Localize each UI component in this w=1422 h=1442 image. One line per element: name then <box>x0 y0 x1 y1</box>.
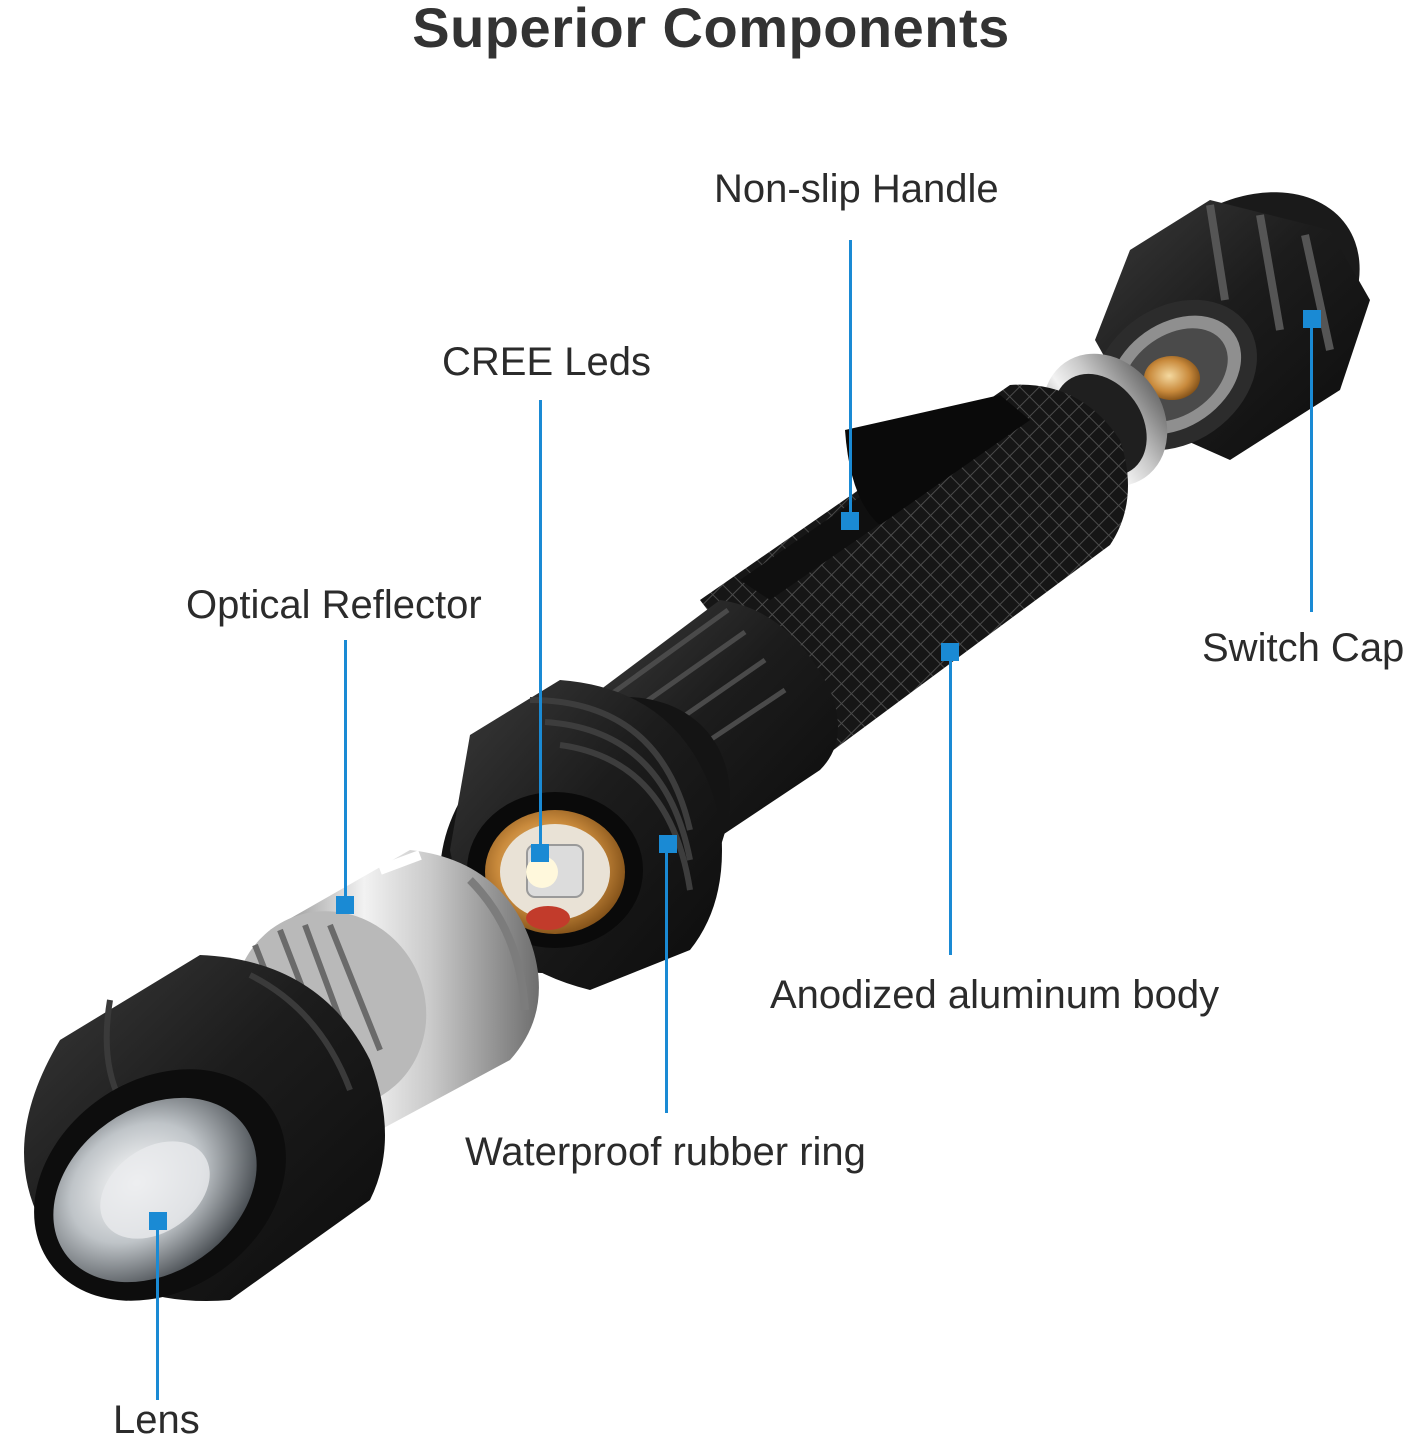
leader-anodized-body <box>949 650 952 955</box>
marker-switch-cap <box>1303 310 1321 328</box>
leader-switch-cap <box>1310 318 1313 612</box>
label-waterproof-ring: Waterproof rubber ring <box>465 1130 866 1174</box>
marker-lens <box>149 1212 167 1230</box>
label-anodized-body: Anodized aluminum body <box>770 973 1220 1017</box>
leader-optical-reflector <box>344 640 347 905</box>
label-non-slip-handle: Non-slip Handle <box>714 167 999 211</box>
label-switch-cap: Switch Cap <box>1202 626 1405 670</box>
marker-anodized-body <box>941 643 959 661</box>
marker-waterproof-ring <box>659 835 677 853</box>
lens-bezel-part <box>24 955 385 1301</box>
switch-cap-part <box>1093 192 1370 460</box>
head-part <box>440 680 730 990</box>
label-lens: Lens <box>113 1398 200 1442</box>
leader-lens <box>156 1220 159 1400</box>
label-optical-reflector: Optical Reflector <box>186 583 482 627</box>
page-title: Superior Components <box>412 0 1010 59</box>
leader-cree-leds <box>539 400 542 850</box>
label-cree-leds: CREE Leds <box>442 340 651 384</box>
marker-optical-reflector <box>336 896 354 914</box>
body-tube <box>600 384 1128 850</box>
leader-waterproof-ring <box>665 843 668 1113</box>
marker-cree-leds <box>531 844 549 862</box>
marker-non-slip-handle <box>841 512 859 530</box>
leader-non-slip-handle <box>849 240 852 520</box>
